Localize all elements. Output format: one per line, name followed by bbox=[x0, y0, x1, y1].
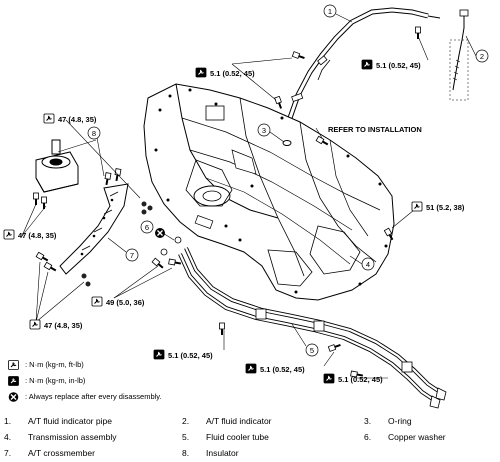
callout-5: 5 bbox=[305, 343, 319, 357]
torque-label-mount-top: 47 (4.8, 35) bbox=[43, 113, 97, 124]
refer-to-installation-note: REFER TO INSTALLATION bbox=[328, 125, 422, 134]
part-item: 3.O-ring bbox=[364, 416, 412, 426]
washers bbox=[81, 201, 182, 287]
svg-text:5.1 (0.52, 45): 5.1 (0.52, 45) bbox=[260, 365, 305, 374]
callout-4: 4 bbox=[361, 257, 375, 271]
torque-label-tube-clip-1: 5.1 (0.52, 45) bbox=[153, 349, 213, 360]
torque-label-mount-bolts: 47 (4.8, 35) bbox=[3, 229, 57, 240]
svg-text:1: 1 bbox=[328, 7, 332, 16]
svg-text:5.1 (0.52, 45): 5.1 (0.52, 45) bbox=[338, 375, 383, 384]
part-item: 6.Copper washer bbox=[364, 432, 446, 442]
callout-7: 7 bbox=[125, 248, 139, 262]
svg-text:4: 4 bbox=[366, 260, 370, 269]
legend-text-in-lb: : N·m (kg-m, in-lb) bbox=[25, 376, 86, 385]
callout-2: 2 bbox=[475, 49, 489, 63]
callout-6: 6 bbox=[140, 220, 154, 234]
insulator bbox=[35, 139, 79, 193]
part-item: 1.A/T fluid indicator pipe bbox=[4, 416, 112, 426]
torque-label-trans-right: 51 (5.2, 38) bbox=[411, 201, 465, 212]
crossmember bbox=[59, 183, 129, 275]
svg-text:6: 6 bbox=[145, 223, 149, 232]
svg-text:47 (4.8, 35): 47 (4.8, 35) bbox=[18, 231, 57, 240]
replace-x-marker bbox=[155, 228, 165, 238]
part-item: 8.Insulator bbox=[182, 448, 239, 458]
legend-torque-in-lb: : N·m (kg-m, in-lb) bbox=[8, 376, 85, 386]
o-ring-part bbox=[282, 140, 292, 146]
replace-x-icon bbox=[8, 392, 19, 402]
svg-text:5.1 (0.52, 45): 5.1 (0.52, 45) bbox=[210, 69, 255, 78]
parts-row: 1.A/T fluid indicator pipe 2.A/T fluid i… bbox=[0, 416, 500, 428]
callout-3: 3 bbox=[257, 123, 271, 137]
torque-label-pipe-left: 5.1 (0.52, 45) bbox=[195, 67, 255, 78]
torque-label-pipe-right: 5.1 (0.52, 45) bbox=[361, 59, 421, 70]
legend-replace: : Always replace after every disassembly… bbox=[8, 392, 162, 402]
svg-text:3: 3 bbox=[262, 126, 266, 135]
fluid-indicator-dipstick bbox=[449, 9, 469, 101]
svg-text:REFER TO INSTALLATION: REFER TO INSTALLATION bbox=[328, 125, 422, 134]
svg-text:5.1 (0.52, 45): 5.1 (0.52, 45) bbox=[376, 61, 421, 70]
torque-label-tube-clip-2: 5.1 (0.52, 45) bbox=[245, 363, 305, 374]
callout-8: 8 bbox=[87, 126, 101, 140]
svg-text:51 (5.2, 38): 51 (5.2, 38) bbox=[426, 203, 465, 212]
torque-label-tube-clip-3: 5.1 (0.52, 45) bbox=[323, 373, 383, 384]
svg-text:2: 2 bbox=[480, 52, 484, 61]
leader-lines bbox=[21, 13, 477, 379]
svg-text:47 (4.8, 35): 47 (4.8, 35) bbox=[44, 321, 83, 330]
legend-torque-ft-lb: : N·m (kg-m, ft-lb) bbox=[8, 360, 84, 370]
svg-text:47 (4.8, 35): 47 (4.8, 35) bbox=[58, 115, 97, 124]
torque-label-crossmember-bolts: 47 (4.8, 35) bbox=[29, 319, 83, 330]
part-item: 5.Fluid cooler tube bbox=[182, 432, 269, 442]
callout-1: 1 bbox=[323, 4, 337, 18]
parts-row: 7.A/T crossmember 8.Insulator bbox=[0, 448, 500, 460]
svg-text:5.1 (0.52, 45): 5.1 (0.52, 45) bbox=[168, 351, 213, 360]
svg-text:8: 8 bbox=[92, 129, 96, 138]
svg-text:49 (5.0, 36): 49 (5.0, 36) bbox=[106, 298, 145, 307]
svg-text:5: 5 bbox=[310, 346, 314, 355]
torque-label-cooler-bracket: 49 (5.0, 36) bbox=[91, 296, 145, 307]
legend-text-ft-lb: : N·m (kg-m, ft-lb) bbox=[25, 360, 84, 369]
svg-text:7: 7 bbox=[130, 251, 134, 260]
parts-row: 4.Transmission assembly 5.Fluid cooler t… bbox=[0, 432, 500, 444]
part-item: 2.A/T fluid indicator bbox=[182, 416, 272, 426]
torque-wrench-small-icon bbox=[8, 376, 19, 386]
fluid-indicator-pipe bbox=[281, 7, 441, 141]
transmission-assembly bbox=[143, 83, 395, 301]
part-item: 7.A/T crossmember bbox=[4, 448, 95, 458]
fluid-cooler-tube bbox=[178, 247, 447, 409]
part-item: 4.Transmission assembly bbox=[4, 432, 117, 442]
legend-text-replace: : Always replace after every disassembly… bbox=[25, 392, 162, 401]
torque-wrench-icon bbox=[8, 360, 19, 370]
